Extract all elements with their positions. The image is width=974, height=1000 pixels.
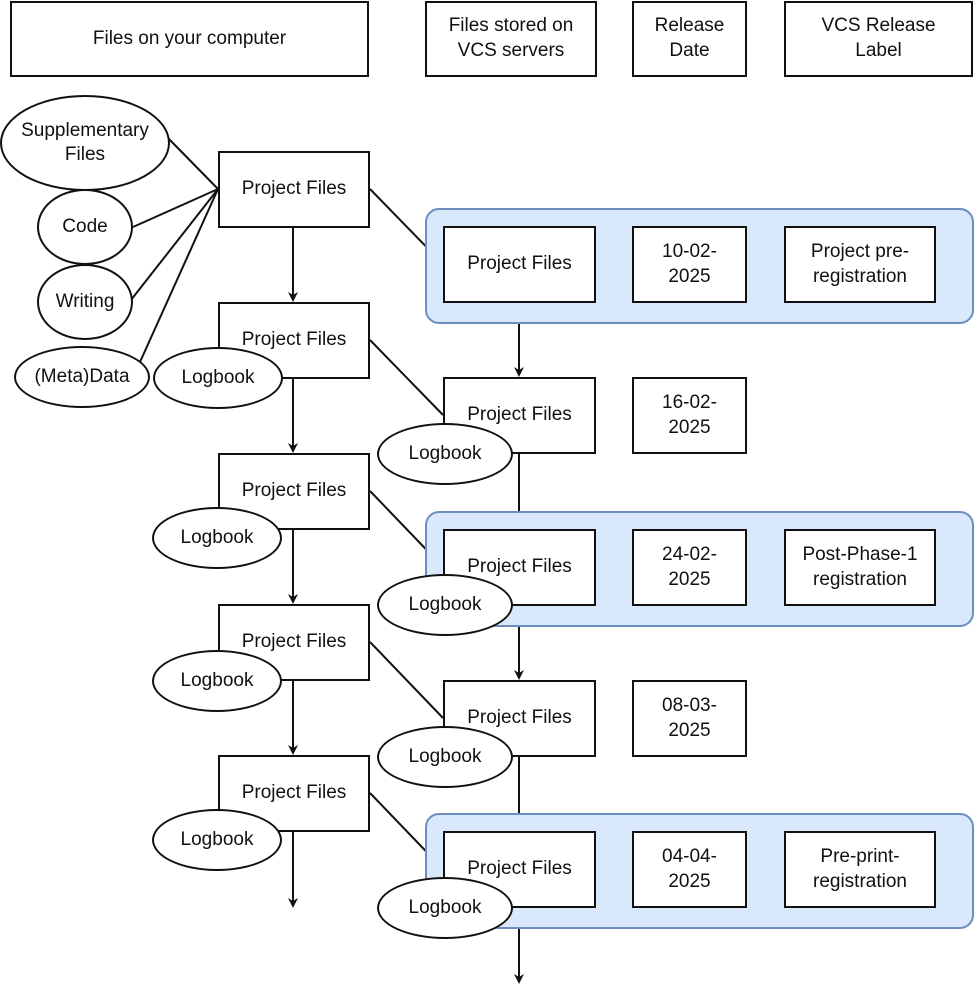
column-header-local-files: Files on your computer: [10, 1, 369, 77]
connector-writing: [130, 188, 219, 301]
local-logbook: Logbook: [153, 347, 283, 409]
release-date-node: 08-03- 2025: [632, 680, 747, 757]
vcs-logbook: Logbook: [377, 726, 513, 788]
push-connector-2: [369, 339, 444, 416]
release-date-node: 04-04- 2025: [632, 831, 747, 908]
release-date-node: 16-02- 2025: [632, 377, 747, 454]
vcs-logbook: Logbook: [377, 423, 513, 485]
local-project-files-node: Project Files: [218, 453, 370, 530]
vcs-project-files-node: Project Files: [443, 377, 596, 454]
column-header-release-label: VCS Release Label: [784, 1, 973, 77]
supplementary-files-source: Supplementary Files: [0, 95, 170, 191]
local-logbook: Logbook: [152, 809, 282, 871]
vcs-project-files-node: Project Files: [443, 680, 596, 757]
connector-code: [132, 188, 219, 228]
local-project-files-node: Project Files: [218, 755, 370, 832]
vcs-project-files-node: Project Files: [443, 226, 596, 303]
release-label-node: Project pre- registration: [784, 226, 936, 303]
local-logbook: Logbook: [152, 650, 282, 712]
connector-supplementary: [167, 137, 219, 190]
metadata-source: (Meta)Data: [14, 346, 150, 408]
connector-metadata: [139, 188, 219, 363]
column-header-release-date: Release Date: [632, 1, 747, 77]
column-header-vcs-files: Files stored on VCS servers: [425, 1, 597, 77]
release-label-node: Post-Phase-1 registration: [784, 529, 936, 606]
vcs-logbook: Logbook: [377, 877, 513, 939]
local-logbook: Logbook: [152, 507, 282, 569]
push-connector-4: [369, 641, 444, 719]
writing-source: Writing: [37, 264, 133, 340]
vcs-logbook: Logbook: [377, 574, 513, 636]
release-date-node: 24-02- 2025: [632, 529, 747, 606]
release-label-node: Pre-print- registration: [784, 831, 936, 908]
local-project-files-node: Project Files: [218, 151, 370, 228]
code-source: Code: [37, 189, 133, 265]
release-date-node: 10-02- 2025: [632, 226, 747, 303]
